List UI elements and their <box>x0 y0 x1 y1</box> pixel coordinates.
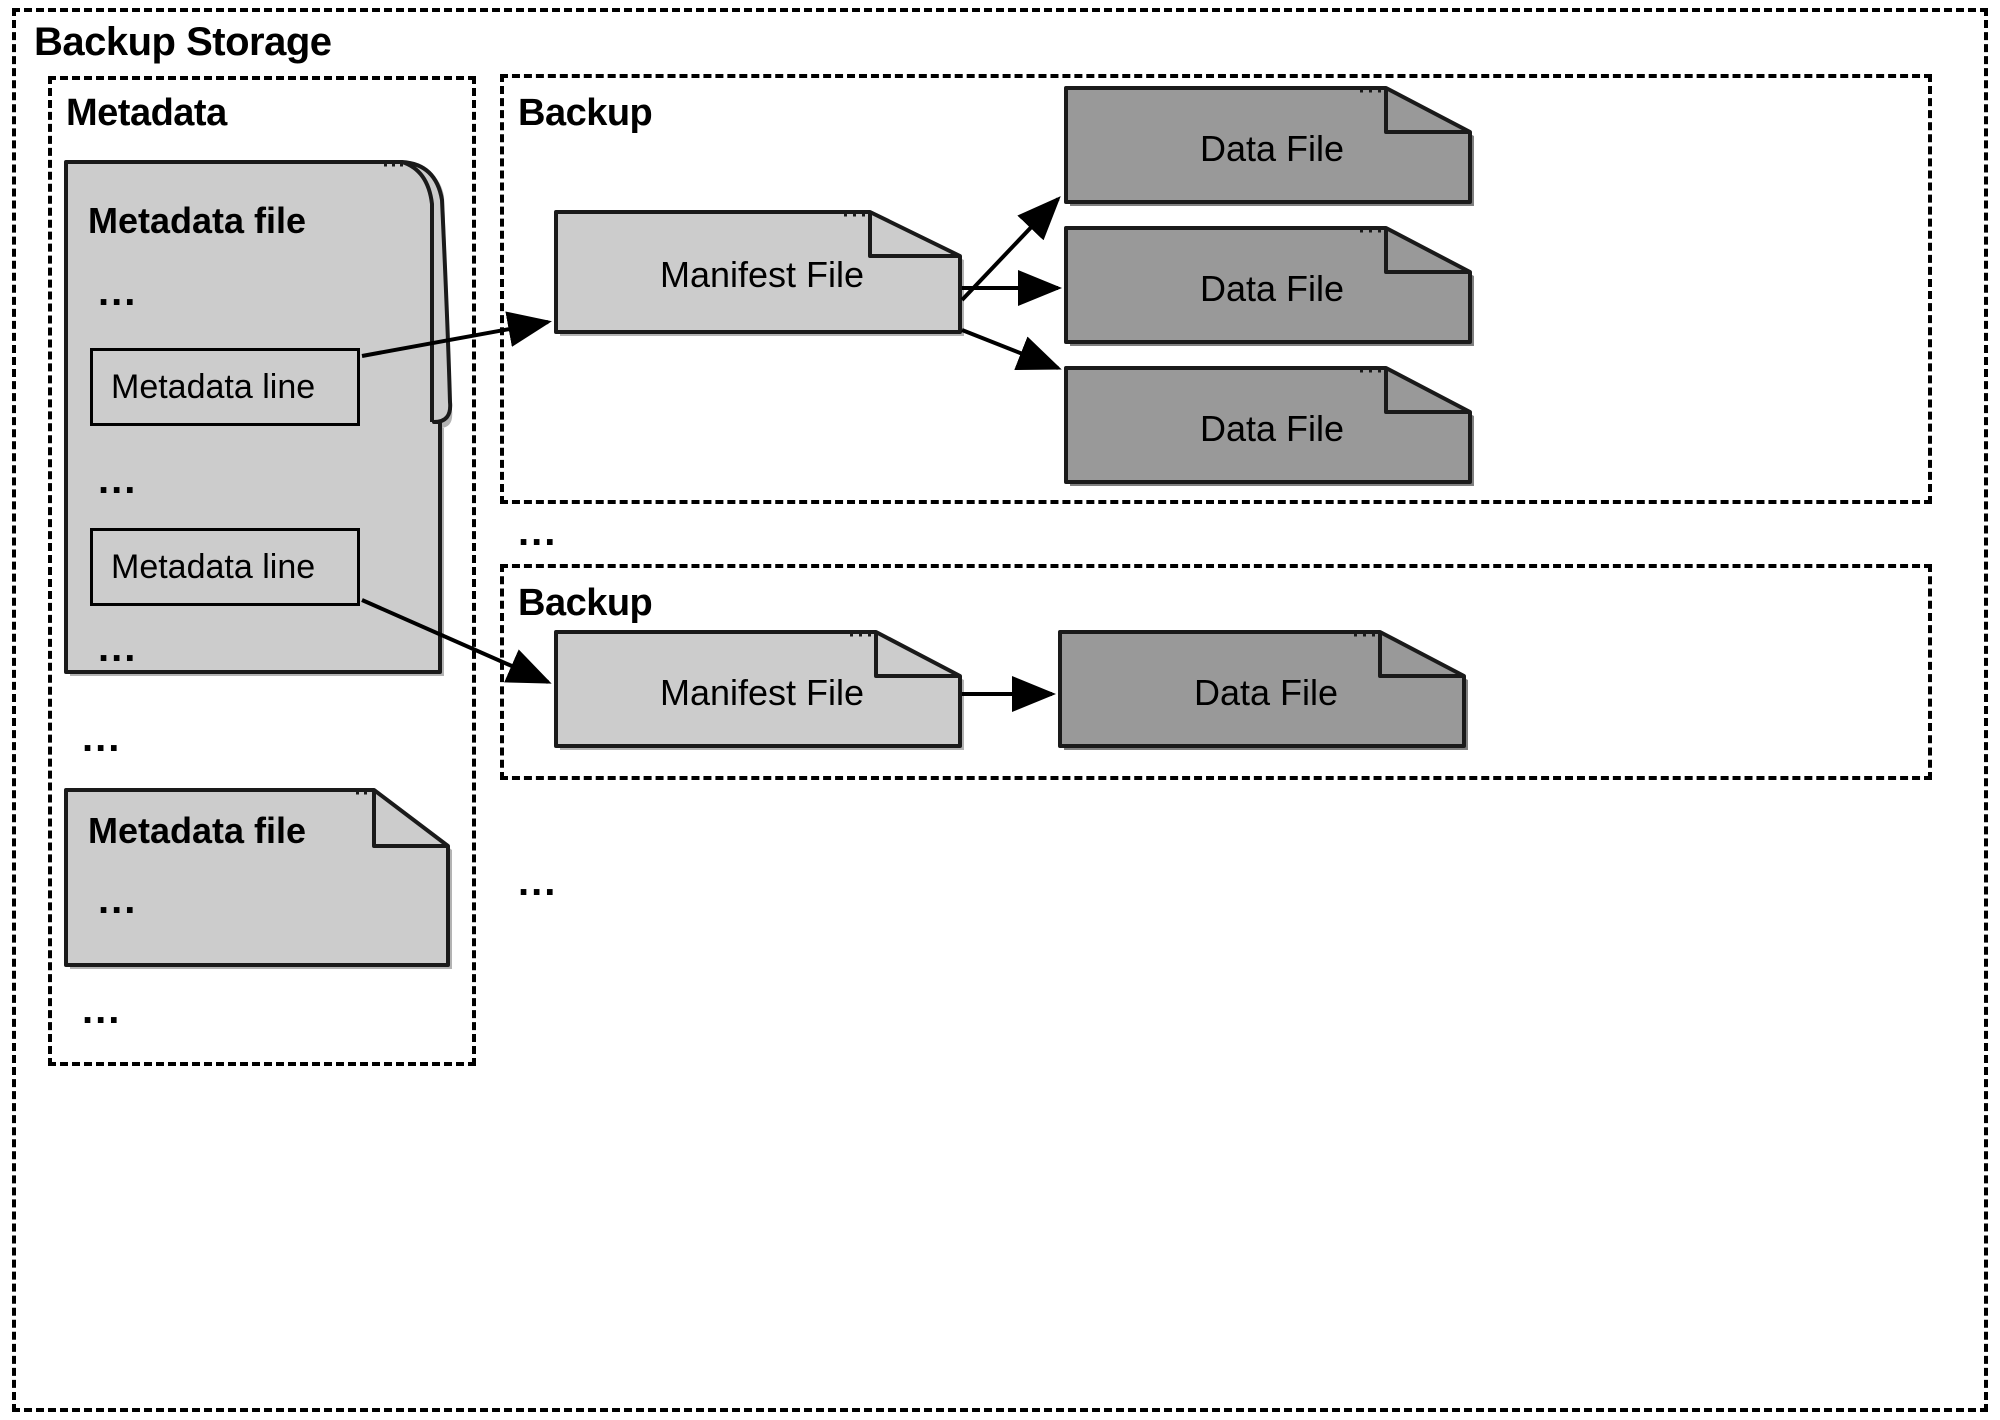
data-file-top-3: Data File <box>1064 366 1478 490</box>
data-file-top-2: Data File <box>1064 226 1478 350</box>
metadata-file-2-label: Metadata file <box>88 810 307 851</box>
manifest-file-bottom: Manifest File <box>554 630 968 754</box>
metadata-container <box>48 76 476 1066</box>
metadata-file-1-ellipsis-1: ... <box>98 270 138 314</box>
metadata-file-2-ellipsis: ... <box>98 878 138 922</box>
backup-storage-container <box>12 8 1988 1412</box>
metadata-line-2-label: Metadata line <box>111 547 316 586</box>
manifest-file-top: Manifest File <box>554 210 968 340</box>
backup-top-title: Backup <box>518 92 653 134</box>
metadata-file-2: Metadata file ... <box>64 788 456 973</box>
metadata-between-files-ellipsis: ... <box>82 716 122 760</box>
metadata-file-1-ellipsis-3: ... <box>98 626 138 670</box>
backup-top-container <box>500 74 1932 504</box>
metadata-file-1-ellipsis-2: ... <box>98 458 138 502</box>
backup-bottom-title: Backup <box>518 582 653 624</box>
manifest-file-top-label: Manifest File <box>659 254 865 295</box>
data-file-top-1-label: Data File <box>1199 128 1345 169</box>
metadata-line-1-label: Metadata line <box>111 367 316 406</box>
metadata-trailing-ellipsis: ... <box>82 988 122 1032</box>
data-file-top-2-label: Data File <box>1199 268 1345 309</box>
between-backups-ellipsis: ... <box>518 510 558 554</box>
metadata-line-2: Metadata line <box>90 528 360 606</box>
data-file-top-1: Data File <box>1064 86 1478 210</box>
data-file-top-3-label: Data File <box>1199 408 1345 449</box>
data-file-bottom-1-label: Data File <box>1193 672 1339 713</box>
metadata-file-1-label: Metadata file <box>88 200 307 241</box>
manifest-file-bottom-label: Manifest File <box>659 672 865 713</box>
metadata-line-1: Metadata line <box>90 348 360 426</box>
backup-storage-title: Backup Storage <box>34 20 332 64</box>
metadata-title: Metadata <box>66 92 227 134</box>
trailing-backups-ellipsis: ... <box>518 860 558 904</box>
data-file-bottom-1: Data File <box>1058 630 1472 754</box>
